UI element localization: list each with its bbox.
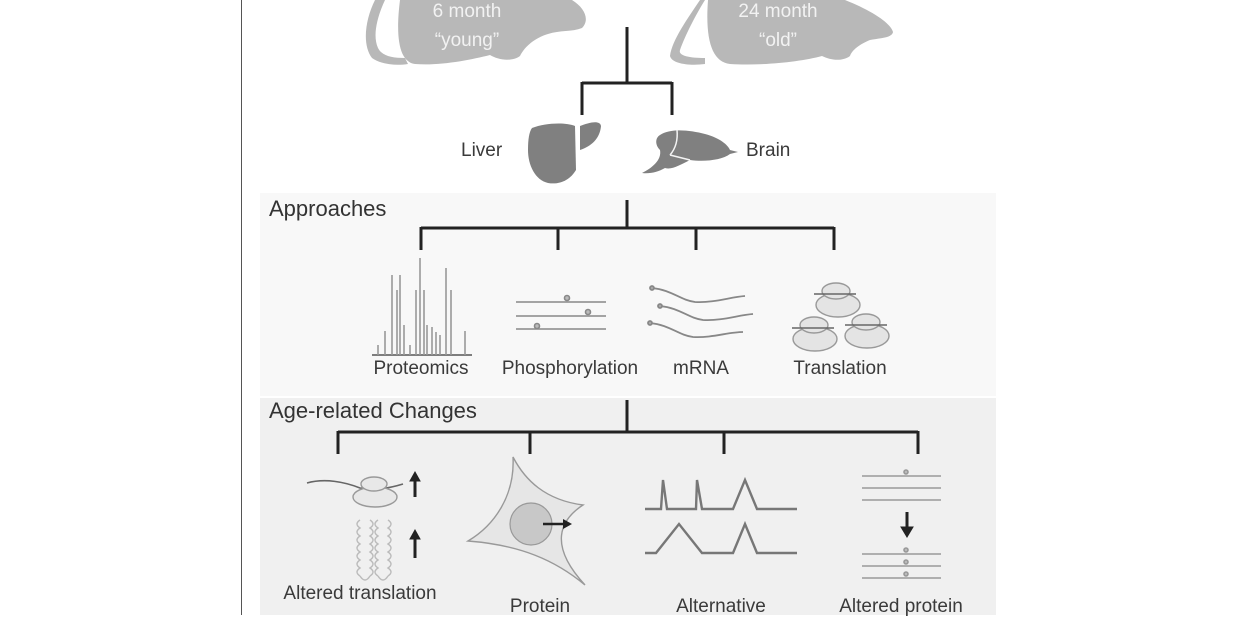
change-label-alternative: Alternative [676, 596, 766, 617]
changes-connector [336, 400, 920, 454]
change-label-altered-translation: Altered translation [283, 583, 437, 604]
figure-border [241, 0, 242, 615]
down-arrow-icon [900, 512, 914, 538]
altered-protein-icon [862, 469, 941, 579]
tissue-connector [580, 27, 674, 115]
mrna-icon [647, 285, 754, 338]
tissue-label-brain: Brain [746, 140, 791, 161]
up-arrow-icon [409, 470, 421, 497]
old-age-text: 24 month [738, 1, 818, 22]
approach-label-mrna: mRNA [673, 358, 729, 379]
old-mouse-label: 24 month “old” [738, 0, 817, 55]
up-arrow-icon [409, 528, 421, 558]
old-label-text: “old” [758, 30, 798, 51]
phosphorylation-icon [516, 294, 606, 330]
young-mouse-icon [365, 0, 586, 65]
approach-label-proteomics: Proteomics [373, 358, 469, 379]
change-label-protein: Protein [509, 596, 571, 617]
tissue-label-liver: Liver [461, 140, 503, 161]
young-label-text: “young” [434, 30, 500, 51]
brain-icon [642, 129, 738, 174]
old-mouse-icon [670, 0, 893, 65]
changes-title: Age-related Changes [269, 398, 477, 423]
altered-translation-icon [306, 476, 404, 581]
alternative-splicing-icon [645, 476, 797, 555]
change-label-altered-protein: Altered protein [839, 596, 963, 617]
young-mouse-label: 6 month “young” [433, 0, 502, 55]
young-age-text: 6 month [432, 1, 502, 22]
proteomics-spectrum-icon [372, 258, 472, 356]
translation-ribosomes-icon [792, 282, 890, 352]
cell-protein-localization-icon [465, 456, 586, 586]
approaches-title: Approaches [269, 196, 387, 221]
approaches-connector [419, 200, 836, 250]
approach-label-translation: Translation [793, 358, 887, 379]
liver-icon [528, 122, 601, 184]
approach-label-phosphorylation: Phosphorylation [501, 358, 639, 379]
